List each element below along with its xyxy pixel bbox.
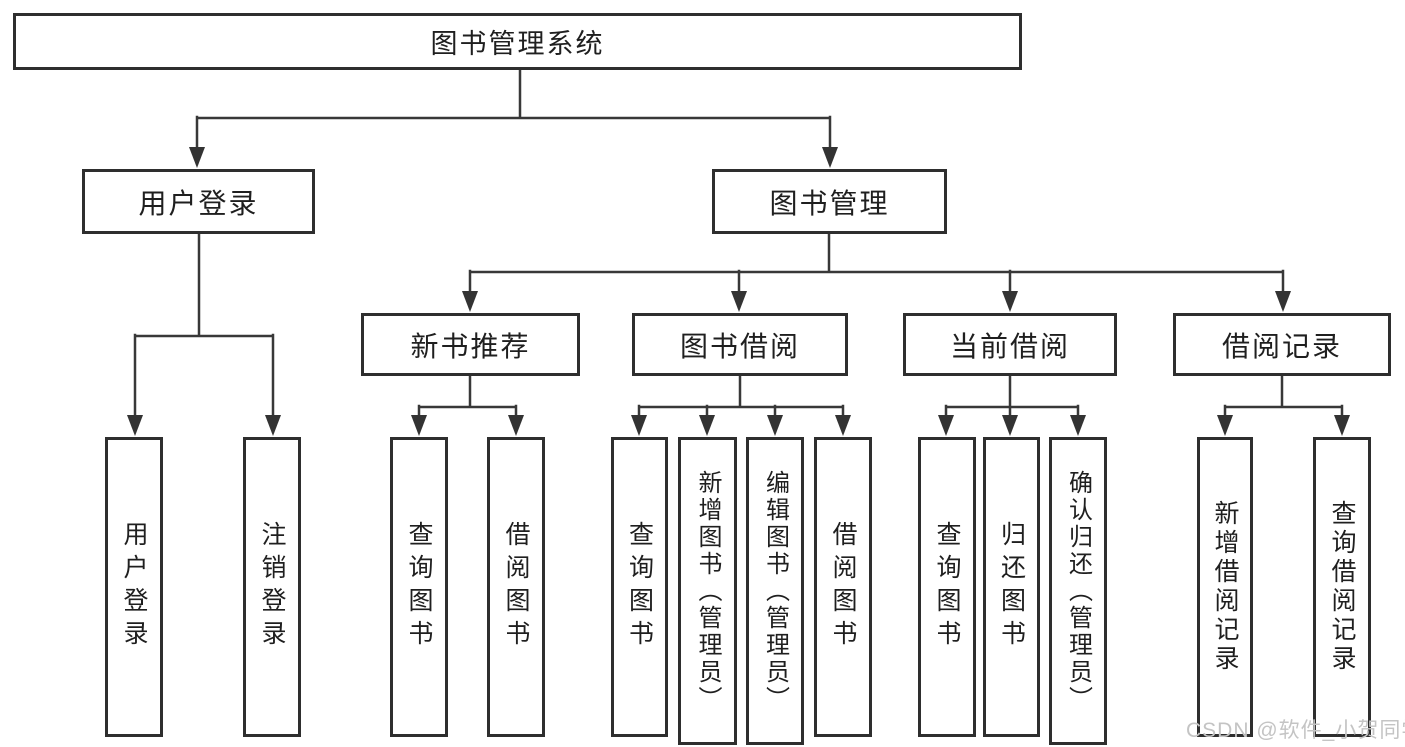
arrow-down-icon — [699, 415, 715, 436]
node-new-book-recommend: 新书推荐 — [361, 313, 580, 376]
connector-borrow-records — [1223, 374, 1344, 423]
leaf-borrow-books-recommend: 借阅图书 — [487, 437, 545, 737]
arrow-down-icon — [1070, 415, 1086, 436]
leaf-query-books-borrow: 查询图书 — [611, 437, 668, 737]
leaf-logout: 注销登录 — [243, 437, 301, 737]
leaf-query-books-recommend: 查询图书 — [390, 437, 448, 737]
arrow-down-icon — [1002, 415, 1018, 436]
arrow-down-icon — [411, 415, 427, 436]
leaf-query-borrow-record: 查询借阅记录 — [1313, 437, 1371, 737]
arrow-down-icon — [265, 415, 281, 436]
leaf-edit-books-admin: 编辑图书（管理员） — [746, 437, 804, 745]
connector-user-login — [133, 232, 275, 423]
arrow-down-icon — [508, 415, 524, 436]
connector-root — [195, 68, 832, 152]
connector-book-mgmt — [468, 232, 1285, 297]
arrow-down-icon — [1334, 415, 1350, 436]
csdn-watermark: CSDN @软件_小贺同学 — [1186, 719, 1405, 742]
leaf-return-books: 归还图书 — [983, 437, 1040, 737]
leaf-user-login: 用户登录 — [105, 437, 163, 737]
arrow-down-icon — [938, 415, 954, 436]
arrow-down-icon — [1002, 291, 1018, 312]
leaf-add-borrow-record: 新增借阅记录 — [1197, 437, 1253, 737]
node-user-login: 用户登录 — [82, 169, 315, 234]
arrow-down-icon — [462, 291, 478, 312]
arrow-down-icon — [767, 415, 783, 436]
arrow-down-icon — [189, 147, 205, 168]
leaf-add-books-admin: 新增图书（管理员） — [678, 437, 737, 745]
node-book-borrow: 图书借阅 — [632, 313, 848, 376]
connector-current-borrow — [944, 374, 1080, 423]
arrow-down-icon — [1275, 291, 1291, 312]
arrow-down-icon — [1217, 415, 1233, 436]
node-root: 图书管理系统 — [13, 13, 1022, 70]
node-borrow-records: 借阅记录 — [1173, 313, 1391, 376]
arrow-down-icon — [822, 147, 838, 168]
leaf-confirm-return-admin: 确认归还（管理员） — [1049, 437, 1107, 745]
leaf-borrow-books: 借阅图书 — [814, 437, 872, 737]
node-current-borrow: 当前借阅 — [903, 313, 1117, 376]
arrow-down-icon — [835, 415, 851, 436]
leaf-query-books-current: 查询图书 — [918, 437, 976, 737]
arrow-down-icon — [127, 415, 143, 436]
arrow-down-icon — [731, 291, 747, 312]
connector-book-borrow — [637, 374, 845, 423]
connector-new-book-recommend — [417, 374, 518, 423]
arrow-down-icon — [631, 415, 647, 436]
node-book-mgmt: 图书管理 — [712, 169, 947, 234]
